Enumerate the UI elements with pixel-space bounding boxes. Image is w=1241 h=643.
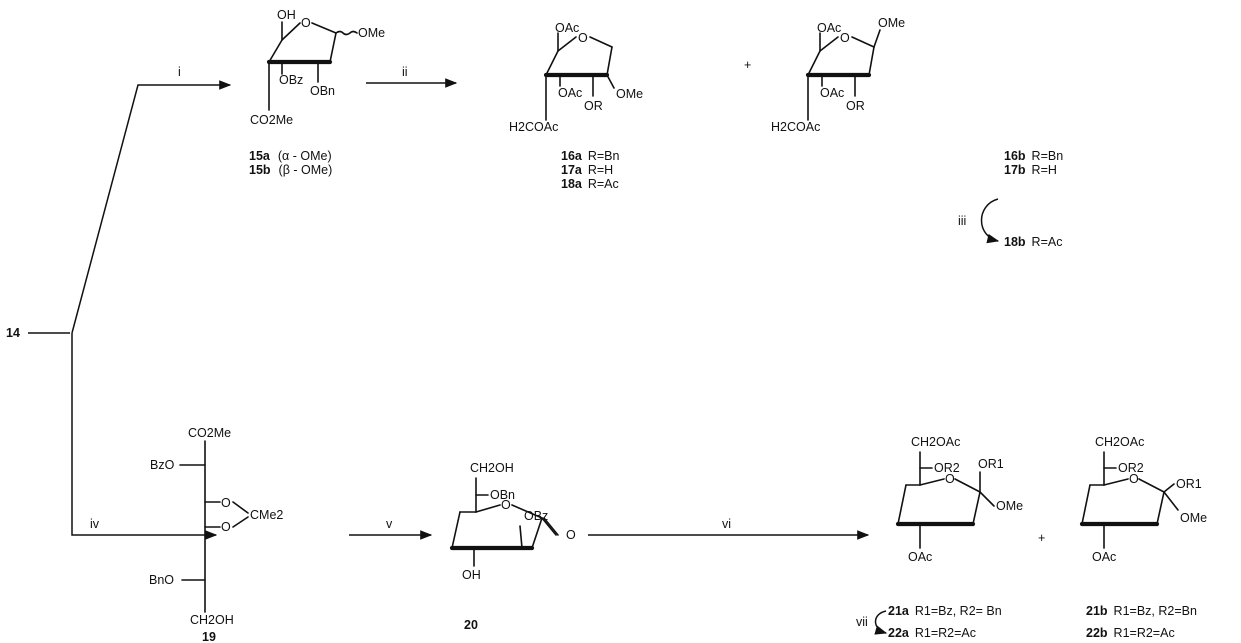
plus-sign-bottom: + (1038, 531, 1045, 545)
c20-ring-o: O (501, 498, 511, 512)
c19-sub-o-lower: O (221, 520, 231, 534)
c21b-sub-or1: OR1 (1176, 477, 1202, 491)
c21a-ring-o: O (945, 472, 955, 486)
c19-sub-ch2oh: CH2OH (190, 613, 234, 627)
c19-sub-bno: BnO (149, 573, 174, 587)
c16a-sub-oac-mid: OAc (558, 86, 582, 100)
reagent-label-vi: vi (722, 517, 731, 531)
c15-sub-co2me: CO2Me (250, 113, 293, 127)
c16a-sub-or: OR (584, 99, 603, 113)
c21b-sub-or2: OR2 (1118, 461, 1144, 475)
c21b-sub-ch2oac: CH2OAc (1095, 435, 1144, 449)
reagent-label-ii: ii (402, 65, 408, 79)
c20-sub-carbonyl-o: O (566, 528, 576, 542)
arrow-iii (980, 198, 1000, 244)
structure-15 (266, 21, 358, 111)
structure-16a (543, 32, 615, 121)
c20-label: 20 (464, 618, 478, 632)
c16a-sub-oac-top: OAc (555, 21, 579, 35)
c21a-sub-or1: OR1 (978, 457, 1004, 471)
reagent-label-v: v (386, 517, 393, 531)
branch-lines (28, 80, 232, 540)
c21a-sub-or2: OR2 (934, 461, 960, 475)
c15-sub-obz: OBz (279, 73, 303, 87)
c15-sub-ome: OMe (358, 26, 385, 40)
c21b-ring-o: O (1129, 472, 1139, 486)
c16b-sub-h2coac: H2COAc (771, 120, 820, 134)
reagent-label-iv: iv (90, 517, 100, 531)
c16b-ring-o: O (840, 31, 850, 45)
c21a-sub-ch2oac: CH2OAc (911, 435, 960, 449)
c15-label-a: 15a(α - OMe) (249, 149, 332, 163)
c20-sub-obn: OBn (490, 488, 515, 502)
structure-19 (179, 440, 249, 613)
c16a-sub-h2coac: H2COAc (509, 120, 558, 134)
reaction-arrows (349, 78, 1000, 635)
c19-sub-co2me: CO2Me (188, 426, 231, 440)
c16b-sub-ome: OMe (878, 16, 905, 30)
c16b-sub-or: OR (846, 99, 865, 113)
compound-14-label: 14 (6, 326, 20, 340)
c15-sub-obn: OBn (310, 84, 335, 98)
c15-label-b: 15b(β - OMe) (249, 163, 332, 177)
structure-20 (449, 477, 559, 567)
c21a-sub-ome: OMe (996, 499, 1023, 513)
c19-sub-o-upper: O (221, 496, 231, 510)
structure-21a (895, 451, 995, 549)
c16a-ring-o: O (578, 31, 588, 45)
structure-16b (805, 29, 881, 121)
plus-sign-top: + (744, 58, 751, 72)
c19-label: 19 (202, 630, 216, 643)
c21b-sub-ome: OMe (1180, 511, 1207, 525)
c21a-sub-oac: OAc (908, 550, 932, 564)
c20-sub-ch2oh: CH2OH (470, 461, 514, 475)
c16a-sub-ome: OMe (616, 87, 643, 101)
c20-sub-obz: OBz (524, 509, 548, 523)
c15-ring-o: O (301, 16, 311, 30)
c15-sub-oh: OH (277, 8, 296, 22)
c20-sub-oh: OH (462, 568, 481, 582)
reagent-label-vii: vii (856, 615, 868, 629)
c16b-sub-oac-top: OAc (817, 21, 841, 35)
c19-sub-cme2: CMe2 (250, 508, 283, 522)
reagent-label-i: i (178, 65, 181, 79)
arrow-vii (874, 610, 888, 635)
structure-21b (1079, 451, 1179, 549)
c16b-sub-oac-mid: OAc (820, 86, 844, 100)
c21b-sub-oac: OAc (1092, 550, 1116, 564)
reagent-label-iii: iii (958, 214, 966, 228)
c19-sub-bzo: BzO (150, 458, 175, 472)
